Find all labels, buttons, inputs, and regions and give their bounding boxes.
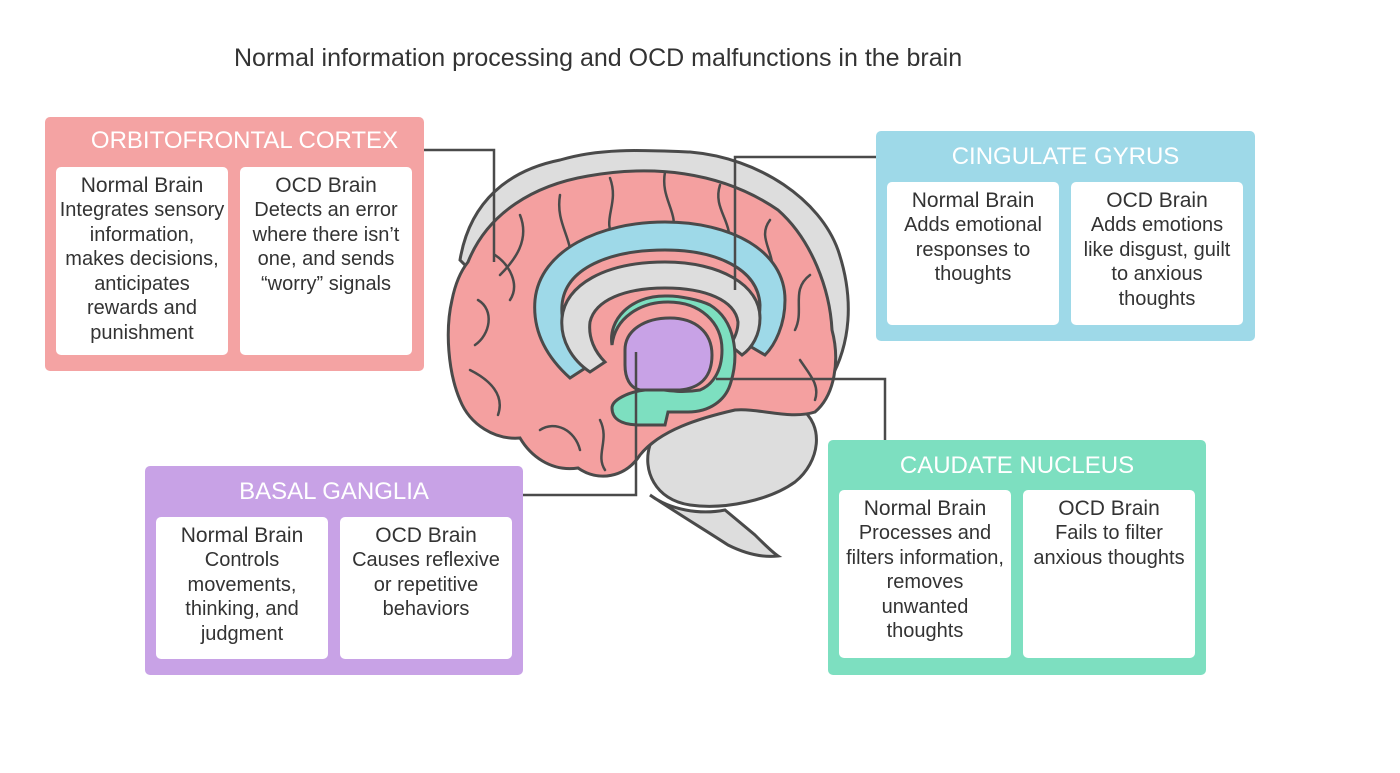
basal-normal-text: Controls movements, thinking, and judgme…	[185, 549, 299, 645]
orbitofrontal-normal-card: Normal Brain Integrates sensory informat…	[56, 167, 228, 355]
caudate-normal-text: Processes and filters information, remov…	[846, 522, 1004, 642]
cingulate-normal-text: Adds emotional responses to thoughts	[904, 214, 1042, 285]
orbitofrontal-cortex-title: ORBITOFRONTAL CORTEX	[90, 127, 399, 154]
orbitofrontal-normal-heading: Normal Brain	[80, 174, 204, 197]
caudate-nucleus-shape	[610, 294, 737, 427]
cingulate-ocd-heading: OCD Brain	[1106, 189, 1208, 212]
caudate-ocd-heading: OCD Brain	[1058, 497, 1160, 520]
basal-normal-card: Normal Brain Controls movements, thinkin…	[156, 517, 328, 659]
orbitofrontal-normal-text: Integrates sensory information, makes de…	[59, 199, 225, 344]
basal-ocd-text: Causes reflexive or repetitive behaviors	[352, 549, 500, 620]
basal-normal-heading: Normal Brain	[180, 524, 304, 547]
connector-lines	[424, 148, 887, 497]
orbitofrontal-ocd-card: OCD Brain Detects an error where there i…	[240, 167, 412, 355]
caudate-normal-heading: Normal Brain	[863, 497, 987, 520]
connector-orbitofrontal	[424, 148, 496, 262]
cingulate-normal-card: Normal Brain Adds emotional responses to…	[887, 182, 1059, 325]
cingulate-ocd-text: Adds emotions like disgust, guilt to anx…	[1083, 214, 1231, 310]
caudate-nucleus-title: CAUDATE NUCLEUS	[899, 452, 1135, 479]
caudate-normal-card: Normal Brain Processes and filters infor…	[839, 490, 1011, 658]
page-title: Normal information processing and OCD ma…	[234, 44, 963, 72]
orbitofrontal-cortex-panel: ORBITOFRONTAL CORTEX Normal Brain Integr…	[45, 117, 424, 371]
basal-ganglia-panel: BASAL GANGLIA Normal Brain Controls move…	[145, 466, 523, 675]
basal-ganglia-shape	[623, 316, 714, 392]
orbitofrontal-ocd-heading: OCD Brain	[275, 174, 377, 197]
connector-cingulate	[733, 155, 876, 290]
caudate-ocd-card: OCD Brain Fails to filter anxious though…	[1023, 490, 1195, 658]
cingulate-gyrus-title: CINGULATE GYRUS	[951, 143, 1180, 170]
caudate-ocd-text: Fails to filter anxious thoughts	[1033, 522, 1185, 569]
cingulate-gyrus-panel: CINGULATE GYRUS Normal Brain Adds emotio…	[876, 131, 1255, 341]
corpus-callosum-shape	[560, 260, 762, 374]
basal-ocd-heading: OCD Brain	[375, 524, 477, 547]
caudate-nucleus-panel: CAUDATE NUCLEUS Normal Brain Processes a…	[828, 440, 1206, 675]
connector-caudate	[716, 377, 887, 440]
cingulate-normal-heading: Normal Brain	[911, 189, 1035, 212]
basal-ocd-card: OCD Brain Causes reflexive or repetitive…	[340, 517, 512, 659]
cingulate-ocd-card: OCD Brain Adds emotions like disgust, gu…	[1071, 182, 1243, 325]
basal-ganglia-title: BASAL GANGLIA	[239, 478, 429, 505]
brain-stem	[649, 493, 783, 558]
connector-basal	[523, 352, 638, 497]
orbitofrontal-ocd-text: Detects an error where there isn’t one, …	[252, 199, 400, 295]
